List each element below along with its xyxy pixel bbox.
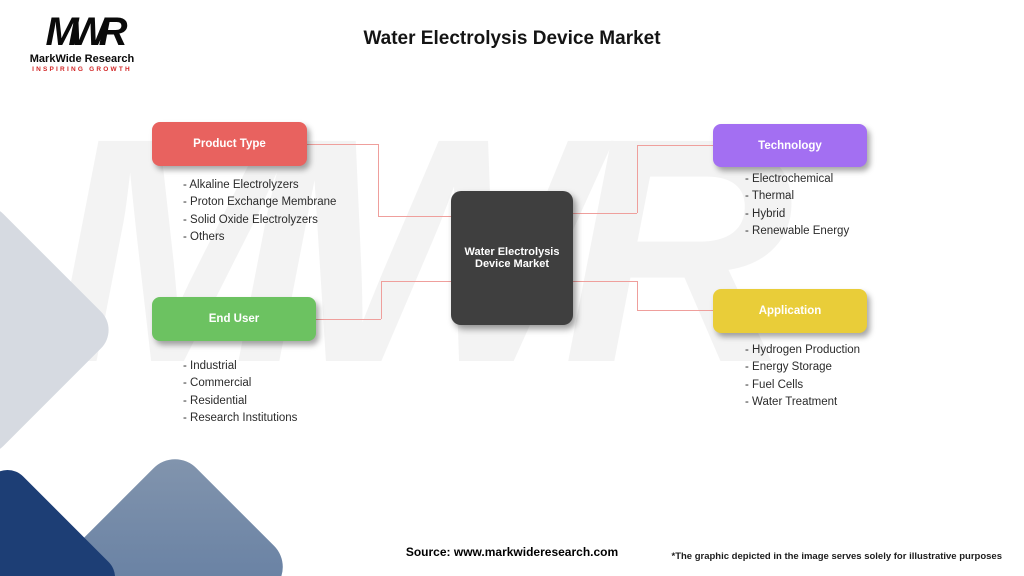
list-item: - Fuel Cells [745,378,804,391]
list-item: - Thermal [745,190,794,203]
connector-technology-h2 [573,213,637,214]
node-technology: Technology [713,124,867,167]
connector-application-h2 [573,281,637,282]
list-item: - Energy Storage [745,361,832,374]
list-item: - Others [183,231,225,244]
connector-application-v [637,281,638,310]
list-item: - Hybrid [745,207,786,220]
list-item: - Electrochemical [745,173,834,185]
list-item: - Industrial [183,360,237,372]
connector-technology-h1 [637,145,713,146]
list-item: - Proton Exchange Membrane [183,196,337,209]
end-user-items: - Industrial - Commercial - Residential … [183,358,297,428]
connector-technology-v [637,145,638,213]
technology-items: - Electrochemical - Thermal - Hybrid - R… [745,171,849,241]
mwr-logo-mark: MWR [45,10,128,54]
list-item: - Commercial [183,377,252,390]
node-technology-label: Technology [758,139,822,152]
connector-enduser-h2 [381,281,452,282]
connector-product-h2 [378,216,452,217]
center-node: Water Electrolysis Device Market [451,191,573,325]
center-node-label: Water Electrolysis Device Market [464,246,560,270]
connector-product-h1 [307,144,378,145]
list-item: - Research Institutions [183,412,298,425]
node-end-user-label: End User [208,313,260,325]
connector-enduser-h1 [316,319,381,320]
node-product-type: Product Type [152,122,307,166]
markwide-logo: MWR MarkWide Research INSPIRING GROWTH [22,12,142,73]
list-item: - Solid Oxide Electrolyzers [183,213,318,226]
node-product-type-label: Product Type [193,138,266,150]
source-line: Source: www.markwideresearch.com [405,545,619,559]
disclaimer-note: *The graphic depicted in the image serve… [671,551,1003,562]
node-application-label: Application [758,305,822,317]
list-item: - Alkaline Electrolyzers [183,179,299,191]
list-item: - Renewable Energy [745,225,850,238]
list-item: - Residential [183,394,247,407]
node-application: Application [713,289,867,333]
connector-application-h1 [637,310,713,311]
logo-company-name: MarkWide Research [29,53,135,65]
application-items: - Hydrogen Production - Energy Storage -… [745,342,860,412]
logo-tagline: INSPIRING GROWTH [32,66,132,73]
list-item: - Water Treatment [745,396,838,409]
product-type-items: - Alkaline Electrolyzers - Proton Exchan… [183,177,336,247]
node-end-user: End User [152,297,316,341]
connector-enduser-v [381,281,382,319]
connector-product-v [378,144,379,216]
page-title: Water Electrolysis Device Market [363,28,661,49]
list-item: - Hydrogen Production [745,344,861,356]
